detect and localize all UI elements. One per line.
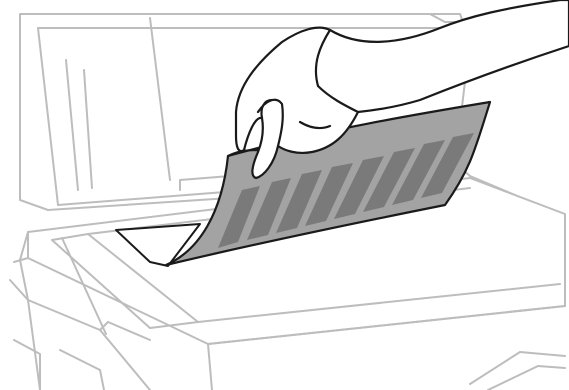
scanner-illustration <box>0 0 569 390</box>
